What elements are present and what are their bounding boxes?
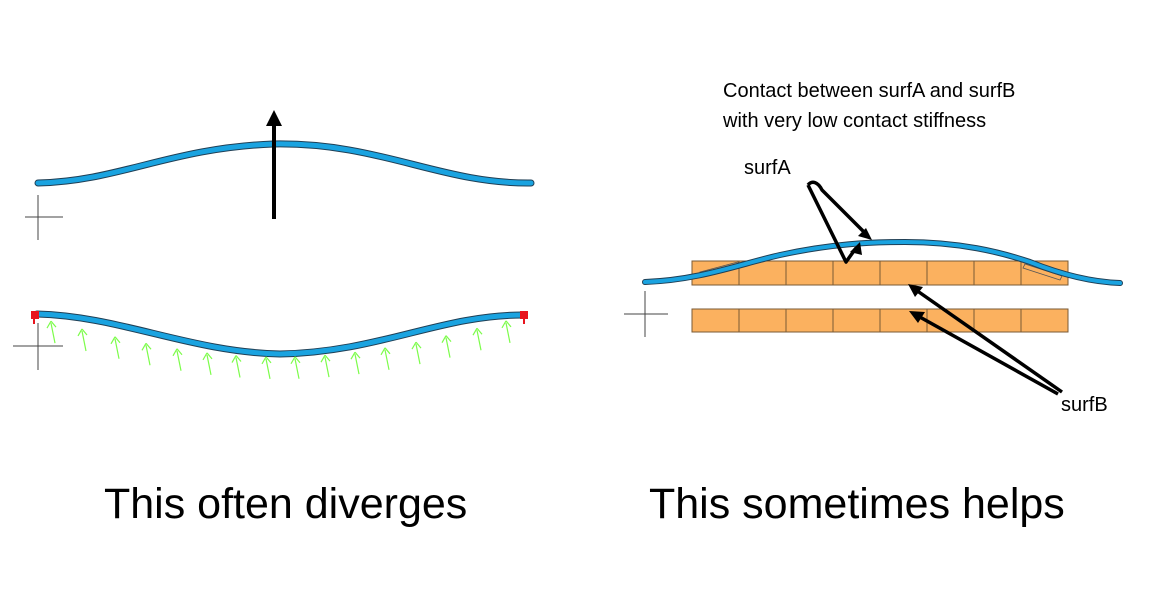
left-caption: This often diverges (104, 480, 468, 528)
pressure-arrow (110, 336, 121, 359)
pressure-arrow (441, 335, 452, 358)
surfB-pointer-lower (917, 314, 1059, 396)
pressure-arrow (380, 347, 391, 370)
contact-block (879, 260, 928, 286)
contact-block (738, 308, 787, 333)
pressure-arrow (261, 356, 272, 379)
lower-block-row (691, 308, 1069, 333)
left-bottom-axis-cross (13, 323, 63, 370)
pressure-arrow (77, 328, 88, 352)
contact-note-line2: with very low contact stiffness (723, 110, 987, 132)
right-support-icon (520, 311, 528, 324)
contact-block (785, 308, 834, 333)
upward-load-arrowhead (266, 110, 282, 126)
contact-block (691, 308, 740, 333)
pressure-arrow (172, 348, 183, 371)
pressure-arrow (411, 341, 422, 365)
right-caption: This sometimes helps (649, 480, 1065, 528)
left-support-icon (31, 311, 39, 324)
left-top-beam-group (25, 110, 535, 240)
contact-block (926, 260, 975, 286)
pressure-arrow (141, 342, 152, 366)
left-bottom-beam-group (13, 310, 528, 379)
contact-note-line1: Contact between surfA and surfB (723, 80, 1016, 102)
pressure-arrow (350, 351, 361, 375)
contact-block (785, 260, 834, 286)
left-bottom-beam (33, 310, 527, 358)
surfA-label: surfA (744, 157, 791, 179)
pressure-arrow (231, 355, 242, 378)
pressure-arrow (202, 352, 213, 375)
right-axis-cross (624, 291, 668, 337)
right-model-group (624, 180, 1123, 396)
contact-block (832, 308, 881, 333)
pressure-arrow (290, 356, 301, 379)
contact-block (1020, 308, 1069, 333)
surfB-pointer-upper (914, 288, 1064, 394)
pressure-arrow (320, 354, 331, 378)
contact-block (832, 260, 881, 286)
surfA-arrowhead-lower (850, 242, 862, 255)
pressure-arrow (501, 320, 512, 343)
pressure-arrow (46, 320, 57, 344)
contact-block (973, 260, 1022, 286)
surfB-arrowhead-upper (908, 284, 923, 297)
surfB-label: surfB (1061, 394, 1108, 416)
surfB-arrowhead-lower (909, 311, 925, 323)
pressure-arrow (472, 327, 483, 351)
contact-note: Contact between surfA and surfB with ver… (723, 76, 1015, 136)
contact-block (973, 308, 1022, 333)
surfA-arrowhead-upper (858, 228, 872, 240)
pressure-arrows (46, 320, 512, 379)
left-top-axis-cross (25, 195, 63, 240)
